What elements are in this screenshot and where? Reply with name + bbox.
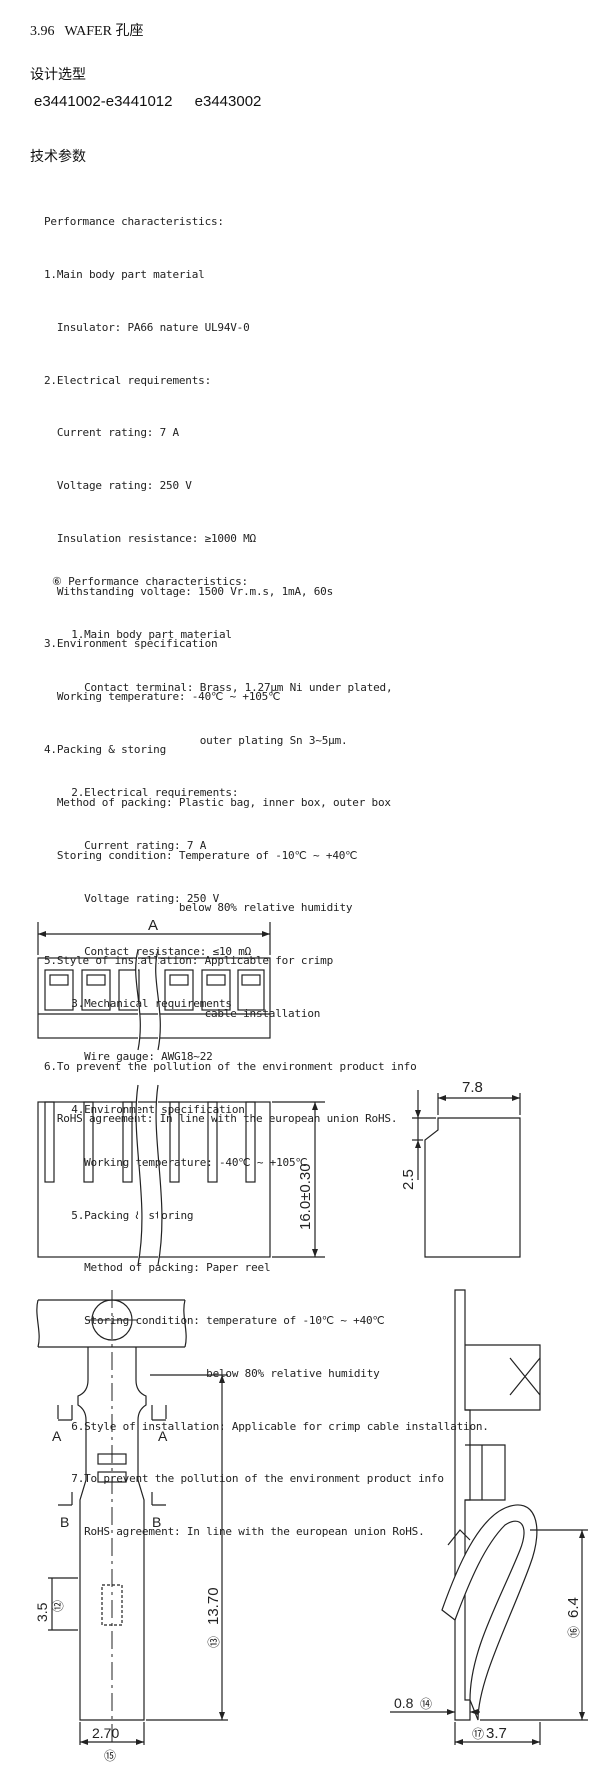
spec-line: Method of packing: Paper reel [52,1261,271,1275]
spec-line: Insulation resistance: ≥1000 MΩ [44,531,256,545]
spec-line: Current rating: 7 A [44,426,179,440]
dim-a-label: A [148,917,158,934]
spec-line: 1.Main body part material [44,267,205,281]
dim-2-70-label: 2.70 [92,1725,119,1741]
spec-line: below 80% relative humidity [52,1366,380,1380]
section-b-left-label: B [60,1514,69,1530]
dim-0-8-label: 0.8 [394,1695,414,1711]
section-a-left-label: A [52,1428,62,1444]
section-a-right-label: A [158,1428,168,1444]
terminal-front-view: A A B B 3.5 ⑫ 13.70 ⑬ 2.70 ⑮ [34,1290,228,1763]
spec-line: 3.Environment specification [44,637,218,651]
section-number: 3.96 [30,24,55,39]
spec-line: Contact resistance: ≤10 mΩ [52,944,252,958]
housing-side-view: 7.8 2.5 [400,1079,521,1258]
section-title: WAFER 孔座 [64,24,144,39]
spec-line: Voltage rating: 250 V [52,891,219,905]
spec-line: Insulator: PA66 nature UL94V-0 [44,320,250,334]
spec-line: Current rating: 7 A [52,839,207,853]
mark-17: ⑰ [472,1727,484,1741]
dim-13-70-label: 13.70 [205,1587,222,1625]
mark-16: ⑯ [567,1626,581,1638]
housing-front-view: 16.0±0.30 [37,1084,325,1266]
housing-spec-block: Performance characteristics: 1.Main body… [44,178,417,1146]
model-list: e3441002-e3441012 e3443002 [34,93,279,110]
spec-line: Method of packing: Plastic bag, inner bo… [44,795,391,809]
spec-line: RoHS agreement: In line with the europea… [52,1525,425,1539]
spec-line: 7.To prevent the pollution of the enviro… [52,1472,444,1486]
spec-line: outer plating Sn 3~5μm. [52,733,348,747]
tech-params-heading: 技术参数 [30,148,86,164]
spec-line: Voltage rating: 250 V [44,479,192,493]
dim-height-label: 16.0±0.30 [297,1163,314,1230]
model-link-1[interactable]: e3441002-e3441012 [34,93,173,110]
spec-line: Storing condition: temperature of -10℃ ~… [52,1314,385,1328]
spec-line: Working temperature: -40℃ ~ +105℃ [52,1155,308,1169]
spec-line: Working temperature: -40℃ ~ +105℃ [44,690,281,704]
page-title: 3.96 WAFER 孔座 [30,20,143,40]
spec-line: 4.Environment specification [52,1103,245,1116]
dim-6-4-label: 6.4 [565,1597,582,1618]
mark-14: ⑭ [420,1697,432,1711]
dim-3-5-label: 3.5 [34,1602,50,1622]
terminal-side-view: 6.4 ⑯ 0.8 ⑭ ⑰ 3.7 [390,1289,588,1745]
spec-line: below 80% relative humidity [44,901,353,915]
spec-line: Performance characteristics: [44,215,224,229]
terminal-spec-block: ⑥ Performance characteristics: 1.Main bo… [52,538,489,1558]
spec-line: Withstanding voltage: 1500 Vr.m.s, 1mA, … [44,584,334,598]
mark-12: ⑫ [51,1600,65,1612]
spec-line: 2.Electrical requirements: [44,373,211,387]
section-b-right-label: B [152,1514,161,1530]
mark-13: ⑬ [207,1636,221,1648]
mark-15: ⑮ [104,1749,116,1763]
spec-line: Contact terminal: Brass, 1.27μm Ni under… [52,680,393,694]
spec-line: 1.Main body part material [52,627,232,641]
dim-width-label: 7.8 [462,1079,483,1096]
technical-drawings: A 16.0±0.30 7.8 [34,917,588,1763]
spec-line: 6.To prevent the pollution of the enviro… [44,1059,417,1073]
spec-line: Storing condition: Temperature of -10℃ ~… [44,848,358,862]
spec-line: ⑥ Performance characteristics: [52,575,248,589]
spec-line: 4.Packing & storing [44,743,167,756]
housing-top-view: A [37,917,271,1051]
dim-step-label: 2.5 [400,1169,417,1190]
spec-line: Wire gauge: AWG18~22 [52,1050,213,1064]
spec-line: 2.Electrical requirements: [52,786,239,800]
dim-3-7-label: 3.7 [486,1725,507,1742]
spec-line: 6.Style of installation: Applicable for … [52,1419,489,1433]
design-selection-heading: 设计选型 [30,66,86,82]
model-link-2[interactable]: e3443002 [194,93,262,110]
